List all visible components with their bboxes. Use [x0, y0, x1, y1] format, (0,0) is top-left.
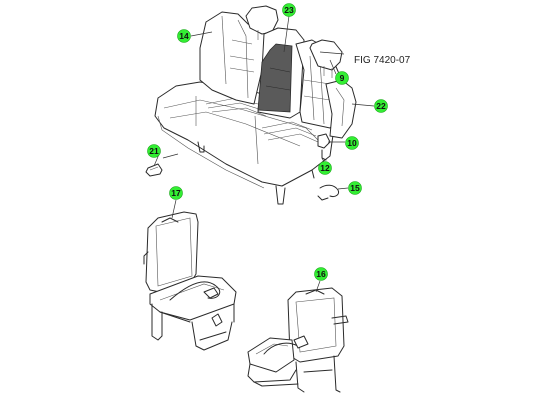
- callout-9-text: 9: [340, 73, 345, 83]
- seat-latch-bracket: [317, 133, 331, 149]
- latch-striker: [145, 163, 163, 177]
- folding-jump-seat-left: [143, 211, 237, 351]
- callout-23[interactable]: 23: [282, 3, 296, 17]
- jump-seat-frame: [151, 303, 163, 341]
- seat-leg-front: [197, 141, 205, 153]
- callout-10-text: 10: [347, 138, 357, 148]
- folding-jump-seat-right: [247, 287, 349, 393]
- jump-seat-backrest: [145, 211, 199, 293]
- callout-21-text: 21: [149, 146, 159, 156]
- seat-hook: [317, 184, 339, 201]
- rear-bench-seat: [154, 5, 357, 205]
- callout-17[interactable]: 17: [169, 186, 183, 200]
- callout-21[interactable]: 21: [147, 144, 161, 158]
- callout-22-text: 22: [376, 101, 386, 111]
- callout-17-text: 17: [171, 188, 181, 198]
- callout-23-text: 23: [284, 5, 294, 15]
- jump-seat-belt: [169, 281, 221, 301]
- callout-14-text: 14: [179, 31, 189, 41]
- callout-16-text: 16: [316, 269, 326, 279]
- callout-14[interactable]: 14: [177, 29, 191, 43]
- side-bolster: [325, 79, 357, 139]
- callout-12[interactable]: 12: [318, 161, 332, 175]
- callout-15-text: 15: [350, 183, 360, 193]
- callout-15[interactable]: 15: [348, 181, 362, 195]
- callout-16[interactable]: 16: [314, 267, 328, 281]
- callout-22[interactable]: 22: [374, 99, 388, 113]
- headrest-left: [245, 5, 279, 35]
- headrest-right: [309, 39, 343, 71]
- callout-9[interactable]: 9: [335, 71, 349, 85]
- callout-10[interactable]: 10: [345, 136, 359, 150]
- seat-leg-rear: [275, 185, 286, 205]
- figure-label: FIG 7420-07: [354, 55, 411, 66]
- center-panel-cover: [257, 43, 293, 113]
- callout-12-text: 12: [320, 163, 330, 173]
- jump-seat-backrest-right: [287, 287, 345, 363]
